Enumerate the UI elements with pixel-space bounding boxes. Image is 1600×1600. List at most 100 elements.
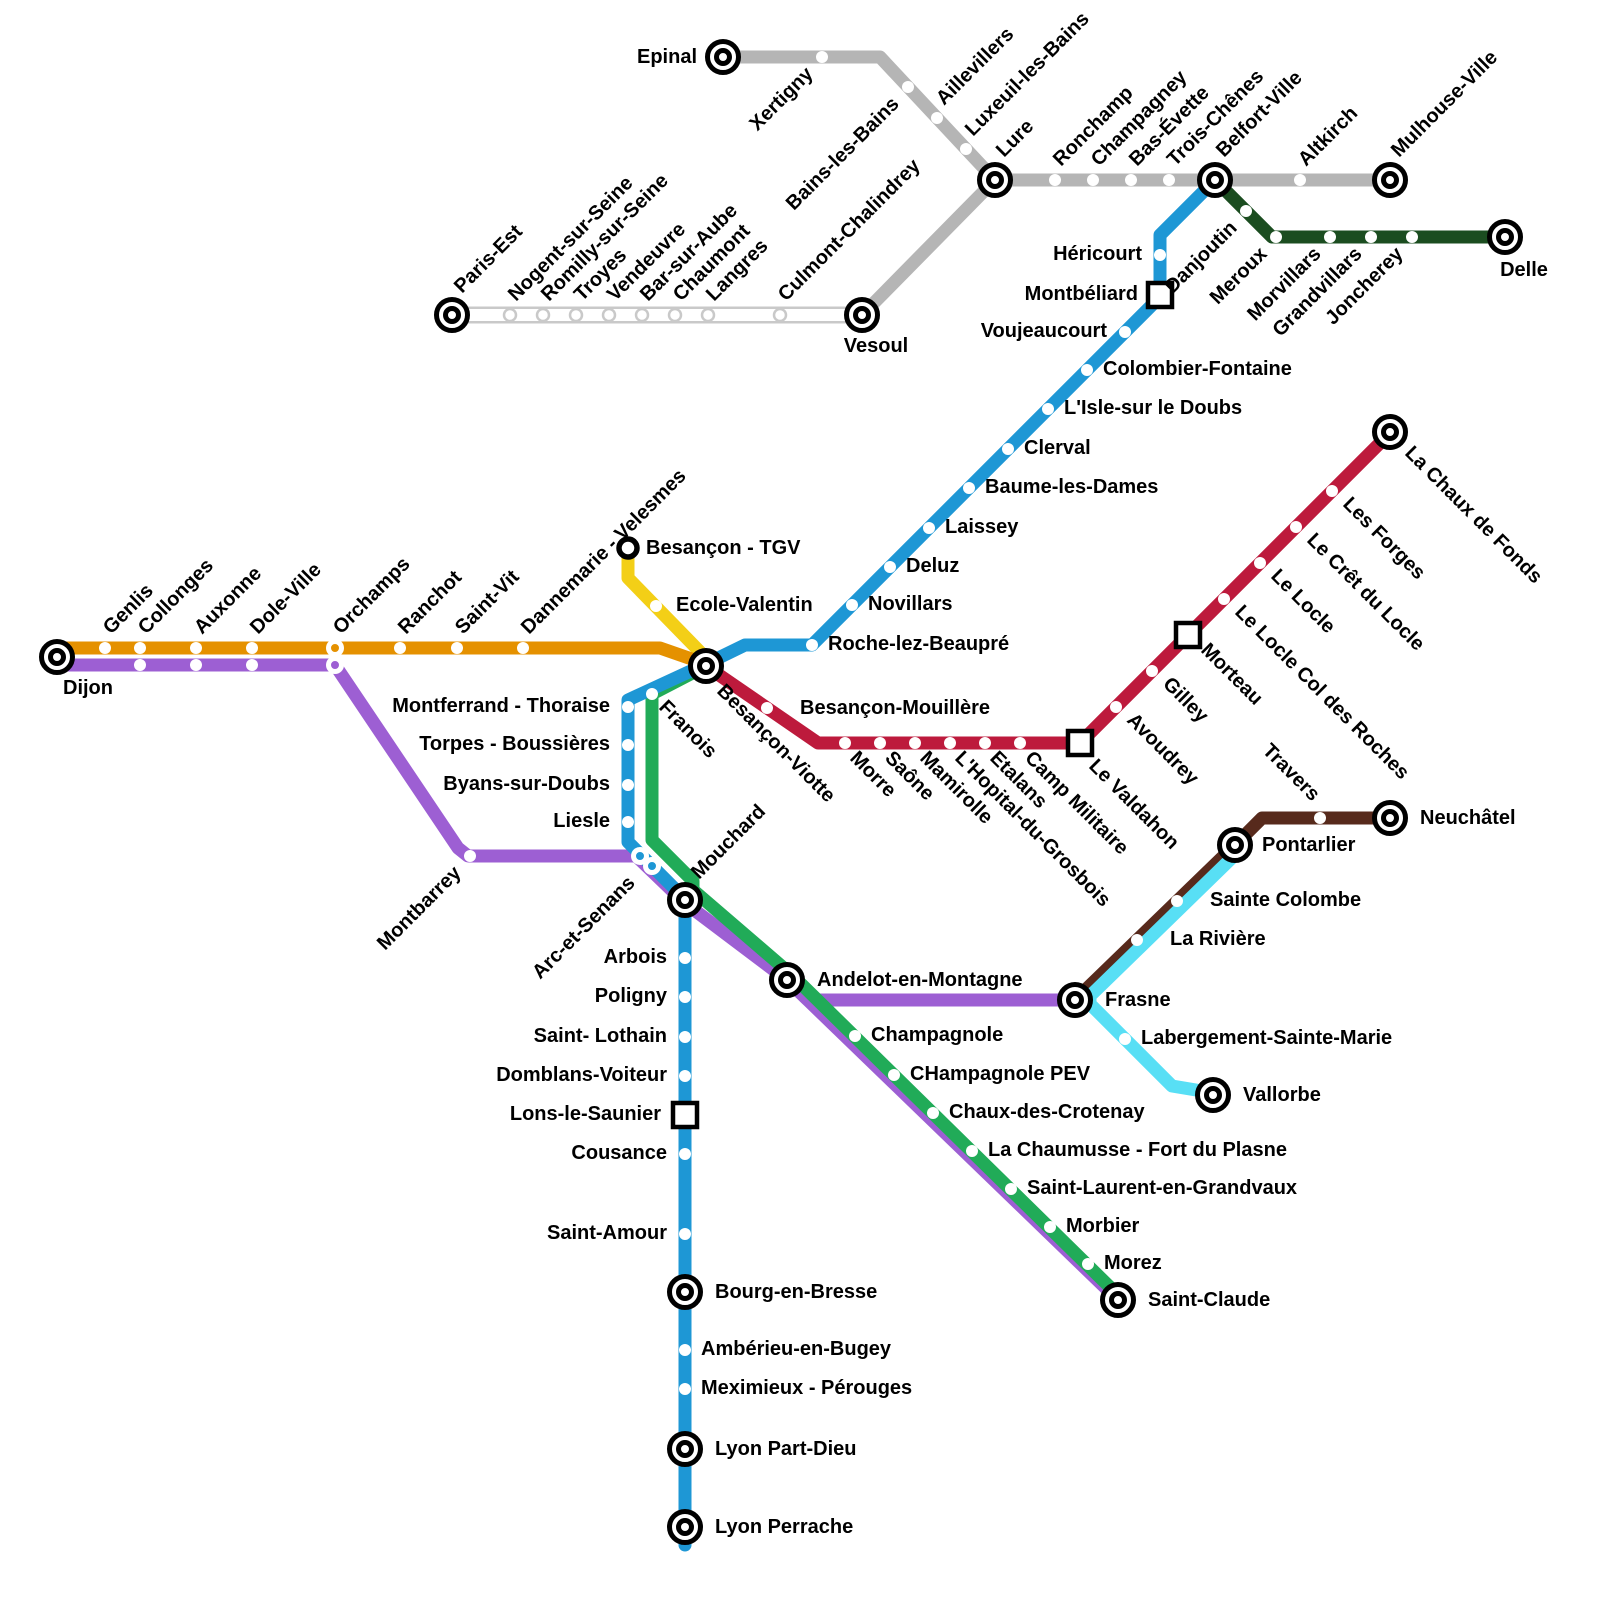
station-label-morteau: Morteau bbox=[1196, 639, 1267, 710]
station-label-champagnole: Champagnole bbox=[871, 1024, 1003, 1046]
station-sainte-colombe bbox=[1171, 895, 1183, 907]
station-label-torpes-boussieres: Torpes - Boussières bbox=[419, 733, 610, 755]
station-besancon-viotte bbox=[688, 648, 724, 684]
station-novillars bbox=[846, 599, 858, 611]
station-frasne bbox=[1057, 982, 1093, 1018]
stations-layer bbox=[39, 39, 1523, 1545]
station-belfort-ville bbox=[1197, 162, 1233, 198]
station-gilley bbox=[1146, 665, 1158, 677]
station-label-vallorbe: Vallorbe bbox=[1243, 1084, 1321, 1106]
station-label-andelot-en-montagne: Andelot-en-Montagne bbox=[817, 969, 1023, 991]
station-romilly-sur-seine bbox=[535, 307, 551, 323]
station-le-valdahon bbox=[1065, 728, 1095, 758]
station-label-besancon-mouillere: Besançon-Mouillère bbox=[800, 697, 990, 719]
station-label-gilley: Gilley bbox=[1158, 673, 1213, 728]
station-label-la-chaumusse-fort-du-plasne: La Chaumusse - Fort du Plasne bbox=[988, 1139, 1287, 1161]
station-lyon-perrache bbox=[667, 1509, 703, 1545]
station-saint-amour bbox=[679, 1228, 691, 1240]
station-label-lyon-part-dieu: Lyon Part-Dieu bbox=[715, 1438, 857, 1460]
station-nogent-sur-seine bbox=[502, 307, 518, 323]
station-dijon bbox=[39, 639, 75, 675]
station-hopital-du-grosbois bbox=[944, 737, 956, 749]
station-champagnole bbox=[849, 1030, 861, 1042]
station-culmont-chalindrey bbox=[772, 307, 788, 323]
station-label-hericourt: Héricourt bbox=[1053, 243, 1142, 265]
station-amberieu-en-bugey bbox=[679, 1344, 691, 1356]
station-clerval bbox=[1002, 443, 1014, 455]
station-montbarrey bbox=[464, 850, 476, 862]
station-champagney bbox=[1087, 174, 1099, 186]
station-troyes bbox=[568, 307, 584, 323]
station-label-saint-claude: Saint-Claude bbox=[1148, 1289, 1270, 1311]
station-poligny bbox=[679, 991, 691, 1003]
station-genlis bbox=[99, 642, 111, 654]
station-etalans bbox=[979, 737, 991, 749]
station-auxonne bbox=[190, 642, 202, 654]
station-morbier bbox=[1044, 1221, 1056, 1233]
station-label-lisle-sur-le-doubs: L'Isle-sur le Doubs bbox=[1064, 397, 1242, 419]
station-label-montferrand-thoraise: Montferrand - Thoraise bbox=[392, 695, 610, 717]
station-label-saint-amour: Saint-Amour bbox=[547, 1222, 667, 1244]
station-saone bbox=[874, 737, 886, 749]
station-besancon-mouillere bbox=[761, 702, 773, 714]
station-roche-lez-beaupre bbox=[806, 639, 818, 651]
station-altkirch bbox=[1294, 174, 1306, 186]
station-vallorbe bbox=[1195, 1077, 1231, 1113]
station-trois-chenes bbox=[1163, 174, 1175, 186]
station-montbeliard bbox=[1145, 280, 1175, 310]
station-bar-sur-aube bbox=[634, 307, 650, 323]
station-champagnole-pev bbox=[888, 1069, 900, 1081]
station-label-la-riviere: La Rivière bbox=[1170, 928, 1266, 950]
station-avoudrey bbox=[1110, 701, 1122, 713]
station-label-altkirch: Altkirch bbox=[1294, 102, 1362, 170]
station-colombier-fontaine bbox=[1081, 364, 1093, 376]
station-les-forges bbox=[1326, 485, 1338, 497]
station-arc-et-senans bbox=[643, 857, 661, 875]
station-mulhouse-ville bbox=[1372, 162, 1408, 198]
station-label-poligny: Poligny bbox=[595, 985, 668, 1007]
station-label-baume-les-dames: Baume-les-Dames bbox=[985, 476, 1158, 498]
station-label-colombier-fontaine: Colombier-Fontaine bbox=[1103, 358, 1292, 380]
station-joncherey bbox=[1406, 231, 1418, 243]
station-label-novillars: Novillars bbox=[868, 593, 952, 615]
station-label-roche-lez-beaupre: Roche-lez-Beaupré bbox=[828, 633, 1009, 655]
station-domblans-voiteur bbox=[679, 1070, 691, 1082]
station-label-ecole-valentin: Ecole-Valentin bbox=[676, 594, 813, 616]
station-labergement-sainte-marie bbox=[1119, 1033, 1131, 1045]
station-saint-vit bbox=[451, 642, 463, 654]
station-pontarlier bbox=[1217, 827, 1253, 863]
station-langres bbox=[700, 307, 716, 323]
station-deluz bbox=[884, 561, 896, 573]
station-cousance bbox=[679, 1148, 691, 1160]
station-label-montbarrey: Montbarrey bbox=[373, 861, 466, 954]
station-le-cret-du-locle bbox=[1290, 521, 1302, 533]
station-label-neuchatel: Neuchâtel bbox=[1420, 807, 1516, 829]
station-morvillars bbox=[1324, 231, 1336, 243]
station-bas-evette bbox=[1125, 174, 1137, 186]
station-label-epinal: Epinal bbox=[637, 46, 697, 68]
station-baume-les-dames bbox=[963, 482, 975, 494]
station-label-frasne: Frasne bbox=[1105, 989, 1171, 1011]
station-paris-est bbox=[434, 297, 470, 333]
station-label-clerval: Clerval bbox=[1024, 437, 1091, 459]
line-belfort-delle bbox=[1208, 173, 1512, 244]
station-le-locle bbox=[1254, 557, 1266, 569]
station-label-lons-le-saunier: Lons-le-Saunier bbox=[510, 1103, 661, 1125]
station-label-morez: Morez bbox=[1104, 1252, 1162, 1274]
station-label-chaux-des-crotenay: Chaux-des-Crotenay bbox=[949, 1101, 1145, 1123]
station-dole-ville-purple bbox=[246, 659, 258, 671]
station-la-chaumusse-fort-du-plasne bbox=[966, 1145, 978, 1157]
station-label-morbier: Morbier bbox=[1066, 1215, 1140, 1237]
station-mamirolle bbox=[909, 737, 921, 749]
station-label-montbeliard: Montbéliard bbox=[1025, 283, 1138, 305]
station-label-bourg-en-bresse: Bourg-en-Bresse bbox=[715, 1281, 877, 1303]
station-label-lyon-perrache: Lyon Perrache bbox=[715, 1516, 853, 1538]
station-bourg-en-bresse bbox=[667, 1274, 703, 1310]
station-morteau bbox=[1173, 620, 1203, 650]
station-label-saint-laurent-en-grandvaux: Saint-Laurent-en-Grandvaux bbox=[1027, 1177, 1297, 1199]
station-label-xertigny: Xertigny bbox=[745, 62, 818, 135]
station-orchamps bbox=[326, 639, 344, 657]
station-ronchamp bbox=[1049, 174, 1061, 186]
station-byans-sur-doubs bbox=[622, 779, 634, 791]
station-montferrand-thoraise bbox=[622, 701, 634, 713]
